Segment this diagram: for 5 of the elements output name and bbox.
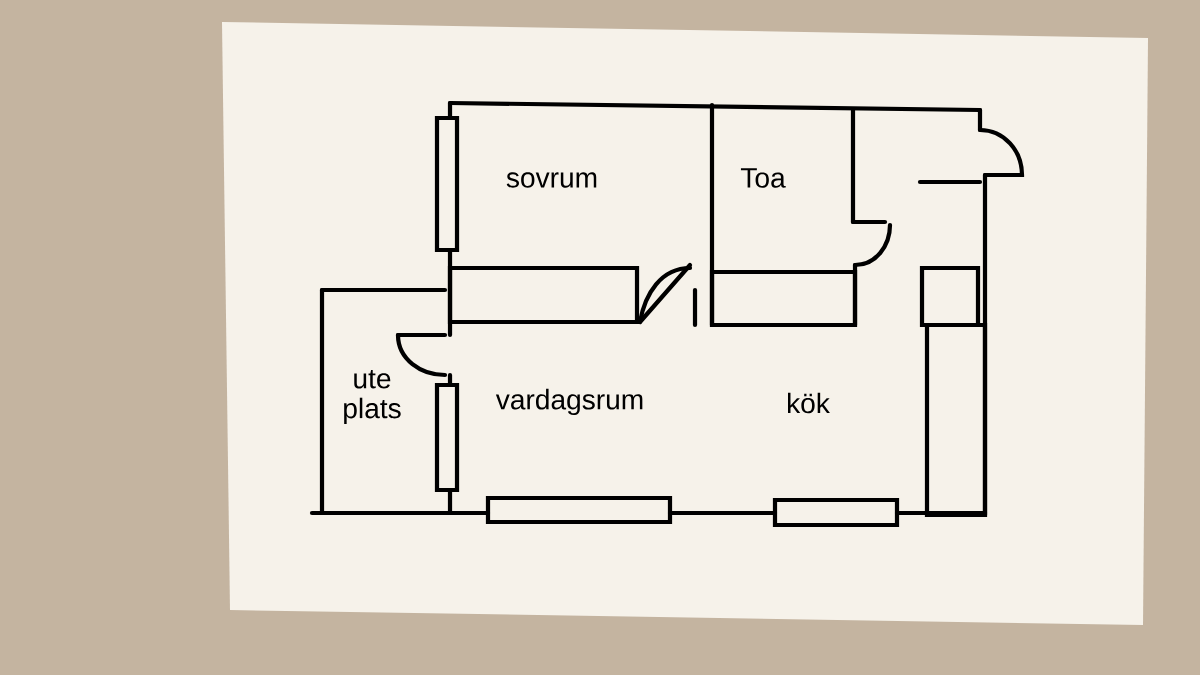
room-label: vardagsrum bbox=[495, 388, 643, 416]
room-label: Toa bbox=[740, 168, 786, 188]
room-label: kök bbox=[788, 392, 830, 414]
room-label: sovrum bbox=[506, 172, 597, 188]
room-label: ute plats bbox=[344, 370, 401, 424]
